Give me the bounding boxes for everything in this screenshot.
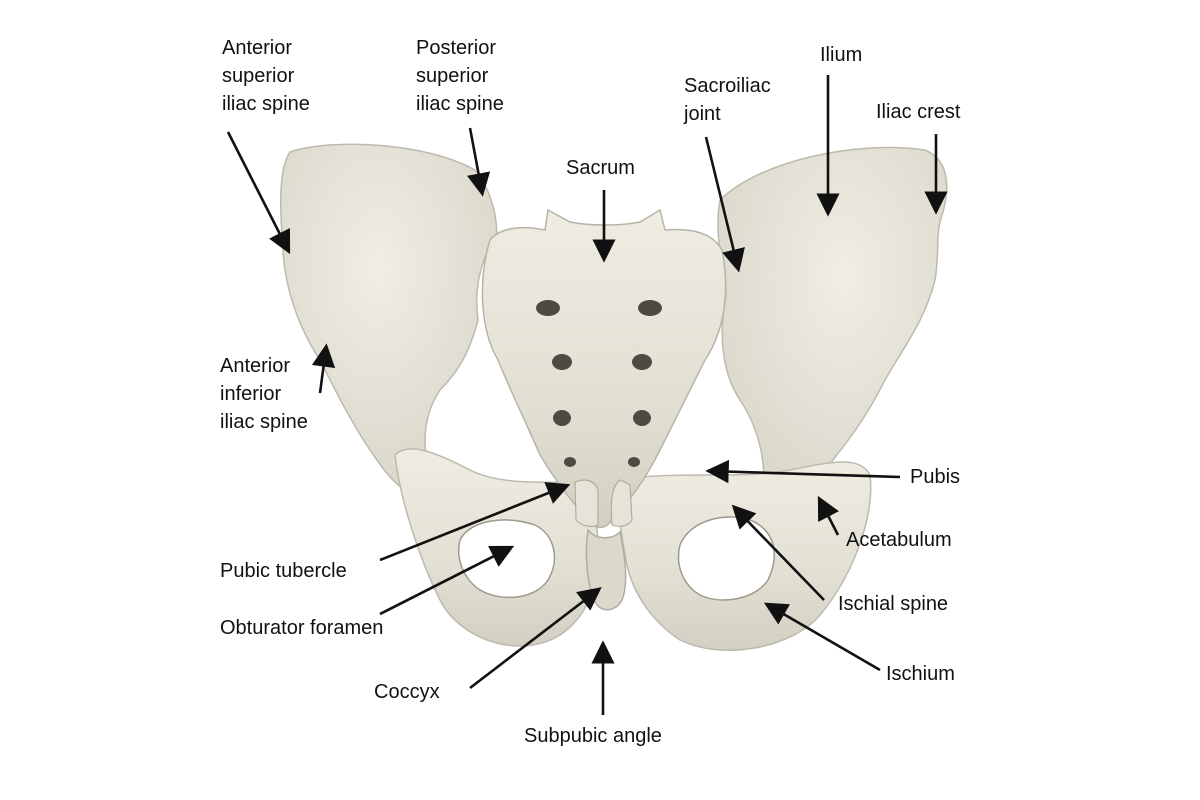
- arrow-ischial-spine: [731, 504, 825, 601]
- arrow-pubic-tubercle: [379, 482, 571, 562]
- right-obturator-foramen: [677, 516, 775, 601]
- label-line: Anterior: [220, 355, 291, 377]
- label-line: Acetabulum: [846, 529, 952, 551]
- label-line: Ischium: [886, 663, 955, 685]
- sacral-foramen: [628, 457, 640, 467]
- arrow-coccyx: [469, 587, 602, 690]
- label-psis: Posterior superior iliac spine: [416, 34, 504, 118]
- label-pubic-tubercle: Pubic tubercle: [220, 557, 347, 585]
- label-sacrum: Sacrum: [566, 154, 635, 182]
- label-sacroiliac-joint: Sacroiliac joint: [684, 72, 771, 128]
- label-asis: Anterior superior iliac spine: [222, 34, 310, 118]
- arrow-sacroiliac: [704, 136, 745, 273]
- label-line: superior: [416, 65, 489, 87]
- label-line: Pubis: [910, 466, 961, 488]
- sacral-foramen: [553, 410, 571, 426]
- sacral-foramen: [638, 300, 662, 316]
- label-acetabulum: Acetabulum: [846, 526, 952, 554]
- label-pubis: Pubis: [910, 463, 960, 491]
- label-line: Subpubic angle: [524, 725, 662, 747]
- arrow-asis: [226, 131, 291, 255]
- sacral-foramen: [552, 354, 572, 370]
- pubic-symphysis: [574, 479, 599, 527]
- label-subpubic-angle: Subpubic angle: [524, 722, 662, 750]
- label-line: iliac spine: [416, 93, 504, 115]
- label-line: Coccyx: [374, 681, 440, 703]
- arrow-aiis: [311, 343, 336, 394]
- label-ischium: Ischium: [886, 660, 955, 688]
- pubic-symphysis: [610, 479, 633, 527]
- right-ilium: [717, 146, 948, 517]
- label-obturator-foramen: Obturator foramen: [220, 614, 383, 642]
- label-line: iliac spine: [220, 411, 308, 433]
- sacral-foramen: [564, 457, 576, 467]
- arrow-psis: [467, 127, 491, 197]
- label-line: Iliac crest: [876, 101, 961, 123]
- label-line: Ilium: [820, 44, 863, 66]
- pointer-arrows: [226, 75, 948, 715]
- sacral-foramen: [632, 354, 652, 370]
- label-line: iliac spine: [222, 93, 310, 115]
- label-line: Pubic tubercle: [220, 560, 347, 582]
- arrow-obturator: [379, 545, 515, 616]
- arrow-ischium: [763, 602, 881, 672]
- label-line: joint: [684, 103, 721, 125]
- label-line: Ischial spine: [838, 593, 949, 615]
- label-ischial-spine: Ischial spine: [838, 590, 948, 618]
- left-ilium: [279, 143, 498, 498]
- arrow-pubis: [705, 459, 901, 484]
- sacral-foramen: [536, 300, 560, 316]
- label-line: Sacrum: [566, 157, 635, 179]
- arrow-acetabulum: [817, 495, 840, 536]
- sacrum: [481, 208, 727, 529]
- label-coccyx: Coccyx: [374, 678, 440, 706]
- label-line: inferior: [220, 383, 282, 405]
- coccyx: [585, 528, 627, 611]
- label-line: Anterior: [222, 37, 293, 59]
- sacral-foramen: [633, 410, 651, 426]
- label-line: Posterior: [416, 37, 497, 59]
- label-aiis: Anterior inferior iliac spine: [220, 352, 308, 436]
- label-iliac-crest: Iliac crest: [876, 98, 960, 126]
- label-line: Sacroiliac: [684, 75, 771, 97]
- label-line: Obturator foramen: [220, 617, 384, 639]
- label-ilium: Ilium: [820, 41, 862, 69]
- label-line: superior: [222, 65, 295, 87]
